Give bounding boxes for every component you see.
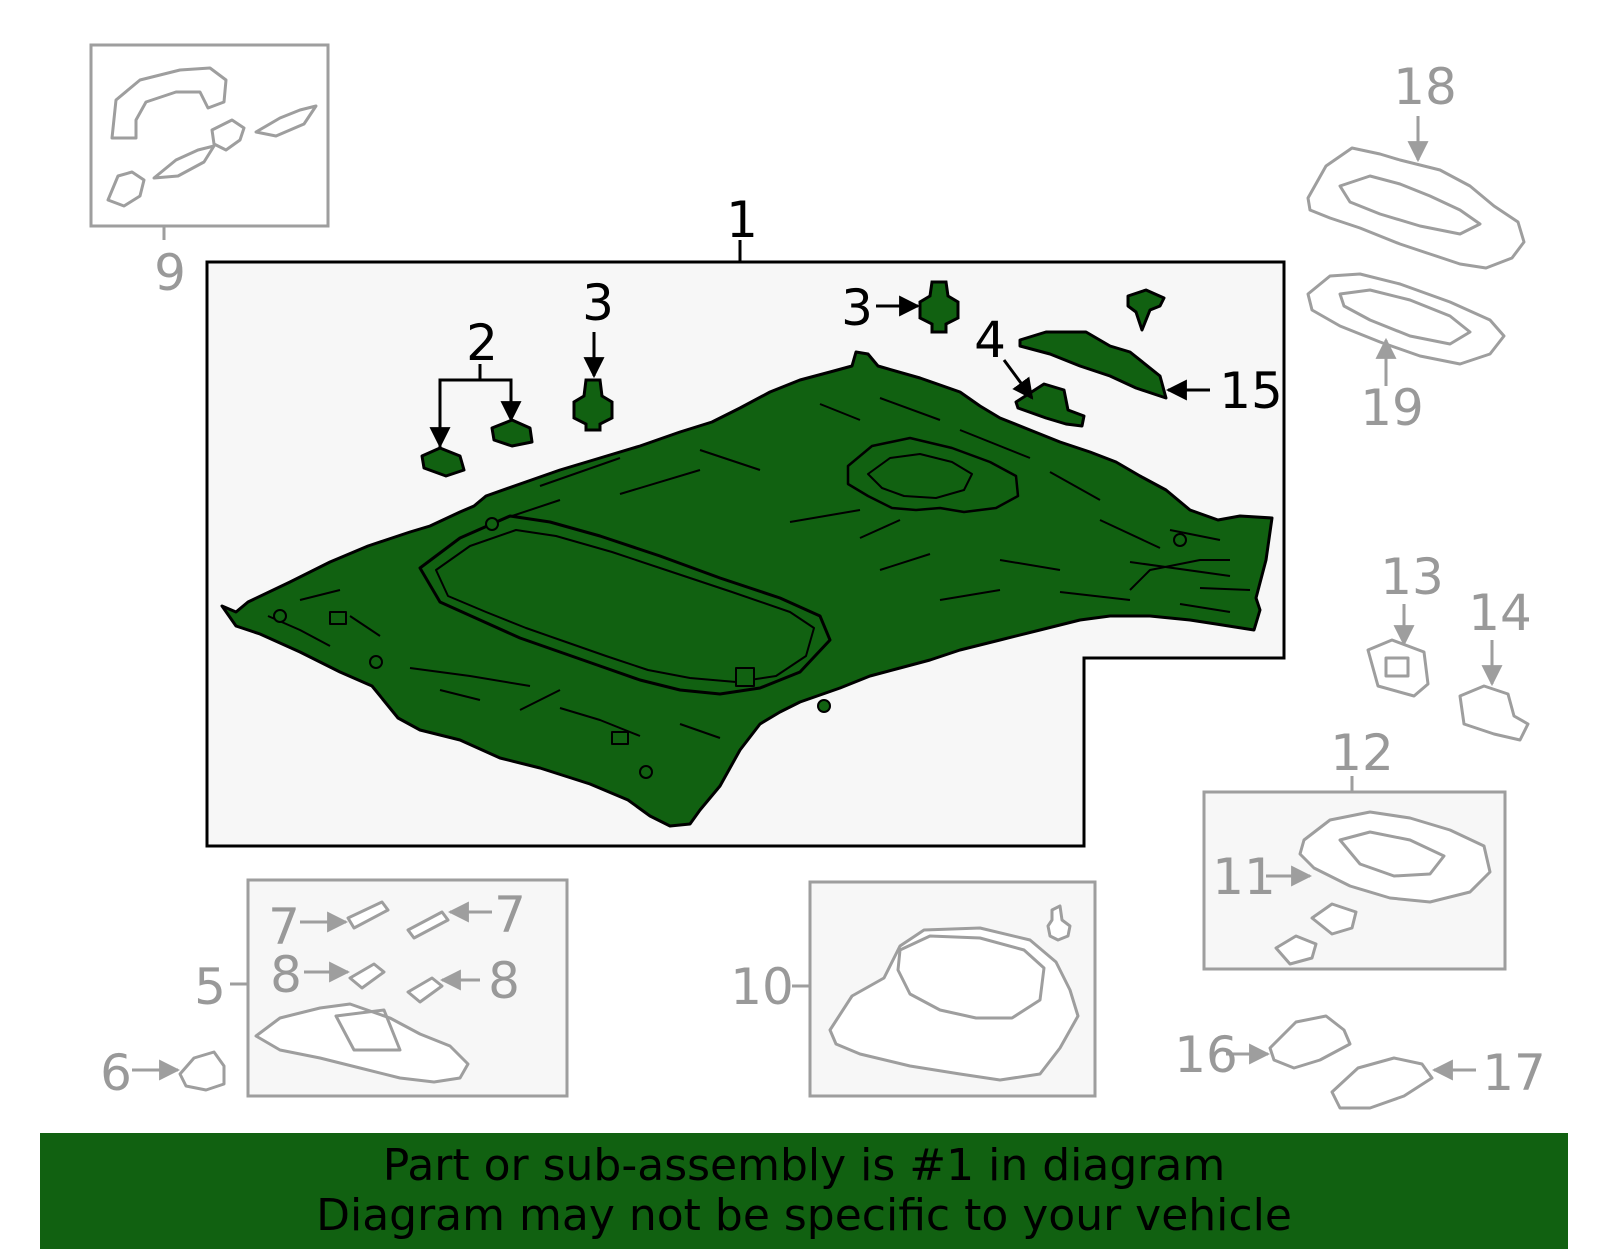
- callout-13: 13: [1380, 548, 1444, 606]
- lamp-part-17: [1330, 1056, 1434, 1110]
- callout-7-left: 7: [268, 898, 300, 956]
- callout-5: 5: [194, 958, 226, 1016]
- sun-visor-parts: [178, 900, 470, 1092]
- callout-19: 19: [1360, 379, 1424, 437]
- headliner-part-1: [220, 350, 1274, 828]
- callout-14: 14: [1468, 584, 1532, 642]
- callout-2: 2: [466, 314, 498, 372]
- callout-16: 16: [1174, 1026, 1238, 1084]
- footer-line-2: Diagram may not be specific to your vehi…: [316, 1190, 1292, 1241]
- callout-4: 4: [974, 311, 1006, 369]
- callout-9: 9: [154, 244, 186, 302]
- callout-12: 12: [1330, 724, 1394, 782]
- callout-15: 15: [1219, 362, 1283, 420]
- callout-18: 18: [1393, 58, 1457, 116]
- switch-part-14: [1458, 684, 1530, 742]
- group-9-frame: [89, 43, 330, 228]
- switch-part-13: [1366, 638, 1430, 698]
- lens-part-19: [1306, 272, 1506, 366]
- clip-part-3-left: [572, 378, 614, 432]
- callout-10: 10: [730, 958, 794, 1016]
- callout-17: 17: [1482, 1044, 1546, 1102]
- callout-8-right: 8: [488, 952, 520, 1010]
- callout-1: 1: [726, 191, 758, 249]
- grab-handle-parts: [106, 66, 318, 208]
- footer-banner: Part or sub-assembly is #1 in diagram Di…: [40, 1133, 1568, 1249]
- console-part-18: [1306, 146, 1526, 270]
- footer-line-1: Part or sub-assembly is #1 in diagram: [382, 1140, 1226, 1191]
- callout-3-left: 3: [582, 274, 614, 332]
- callout-3-right: 3: [841, 279, 873, 337]
- lamp-part-16: [1268, 1014, 1352, 1070]
- callout-8-left: 8: [270, 946, 302, 1004]
- overhead-console-part-10: [828, 904, 1080, 1082]
- map-light-part-11: [1274, 810, 1492, 966]
- callout-6: 6: [100, 1044, 132, 1102]
- callout-4-arrow: [1002, 359, 1034, 400]
- callout-7-right: 7: [494, 886, 526, 944]
- callout-11: 11: [1212, 848, 1276, 906]
